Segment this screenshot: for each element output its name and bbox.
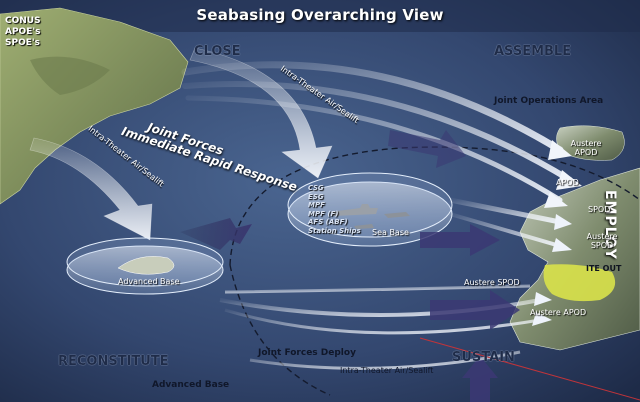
joint-forces-deploy-label: Joint Forces Deploy bbox=[258, 348, 356, 358]
sea-base-platform bbox=[287, 172, 453, 247]
conus-line: CONUS bbox=[5, 16, 41, 26]
phase-sustain: SUSTAIN bbox=[452, 350, 515, 365]
joa-boundary bbox=[229, 146, 640, 266]
apoe-line: APOE's bbox=[5, 27, 41, 37]
conus-terrain bbox=[30, 56, 110, 95]
advanced-base-bottom-label: Advanced Base bbox=[152, 380, 230, 390]
phase-assemble: ASSEMBLE bbox=[494, 44, 572, 59]
conus-label: CONUS APOE's SPOE's bbox=[5, 16, 41, 49]
theater-boundary-line bbox=[419, 337, 640, 401]
ship-group-mpf: MPF bbox=[308, 201, 325, 210]
ship-group-afs-abf: AFS (ABF) bbox=[308, 218, 348, 227]
ship-group-csg: CSG bbox=[308, 184, 324, 192]
close-arrow bbox=[189, 47, 333, 179]
ship-group-mpf-f: MPF (F) bbox=[308, 209, 339, 218]
ship-group-station-ships: Station Ships bbox=[308, 226, 361, 235]
intra-theater-label-bottom: Intra-Theater Air/Sealift bbox=[340, 366, 434, 375]
diagram-title: Seabasing Overarching View bbox=[196, 6, 444, 24]
ite-out-label: ITE OUT bbox=[586, 264, 622, 273]
apod-label: APOD bbox=[556, 178, 579, 187]
sea-base-label: Sea Base bbox=[372, 228, 409, 237]
advanced-base-arrow bbox=[29, 137, 153, 241]
phase-close: CLOSE bbox=[194, 44, 241, 59]
spod-label: SPOD bbox=[588, 205, 611, 214]
ship-group-esg: ESG bbox=[308, 192, 324, 201]
ite-out-region bbox=[543, 264, 616, 302]
austere-spod-label-right: Austere SPOD bbox=[586, 232, 618, 250]
joa-boundary-lower bbox=[229, 264, 331, 396]
reconstitute-arrow bbox=[249, 350, 521, 370]
austere-spod-label-left: Austere SPOD bbox=[464, 278, 520, 287]
ship-groups: CSG ESG MPF MPF (F) AFS (ABF) Station Sh… bbox=[308, 184, 361, 236]
joint-operations-area-label: Joint Operations Area bbox=[494, 96, 604, 106]
phase-reconstitute: RECONSTITUTE bbox=[58, 354, 169, 369]
austere-apod-label-top: Austere APOD bbox=[570, 139, 602, 157]
advanced-base-platform bbox=[66, 237, 224, 295]
sustain-arrows bbox=[180, 130, 520, 402]
conus-landmass bbox=[0, 7, 189, 205]
austere-apod-label-bottom: Austere APOD bbox=[530, 308, 587, 317]
spoe-line: SPOE's bbox=[5, 38, 40, 48]
advanced-base-label: Advanced Base bbox=[118, 277, 180, 286]
